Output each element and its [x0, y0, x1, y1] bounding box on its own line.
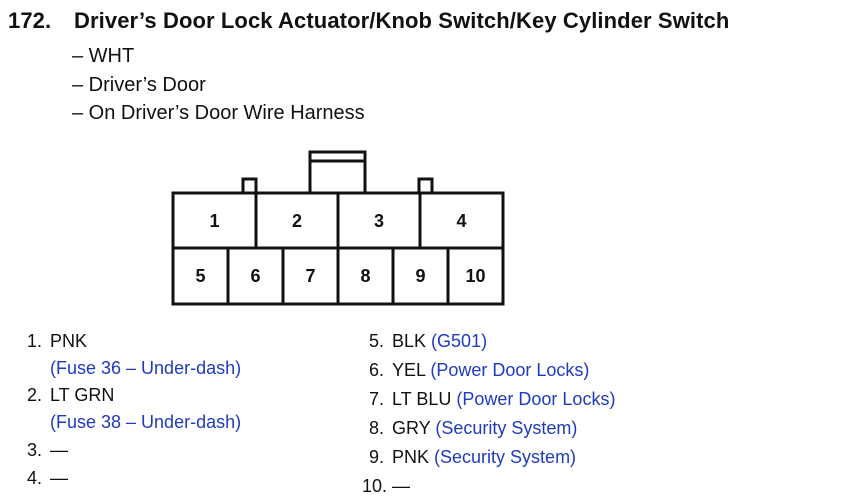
pin-number: 3.: [26, 440, 42, 460]
pin-label-10: 10: [465, 266, 486, 286]
pin-label-2: 2: [291, 211, 302, 231]
circuit-info: (G501): [431, 331, 488, 351]
pin-label-6: 6: [250, 266, 261, 286]
circuit-info: (Security System): [434, 447, 577, 467]
pin-number: 2.: [26, 385, 42, 405]
circuit-info: (Power Door Locks): [430, 360, 590, 380]
pin-label-7: 7: [305, 266, 316, 286]
connector-key-right: [417, 177, 434, 195]
wire-color: BLK: [392, 331, 427, 351]
connector-notes: – WHT – Driver’s Door – On Driver’s Door…: [72, 44, 365, 130]
wire-color: LT BLU: [392, 389, 452, 409]
note-location: – Driver’s Door: [72, 73, 206, 96]
title-number: 172.: [8, 8, 52, 33]
wire-color: —: [50, 440, 68, 460]
circuit-info: (Power Door Locks): [456, 389, 616, 409]
pin-number: 9.: [368, 447, 384, 467]
pin-entry-10: 10. —: [362, 475, 410, 497]
connector-key-left: [241, 177, 258, 195]
pin-number: 10.: [362, 476, 388, 496]
wire-color: GRY: [392, 418, 431, 438]
pin-entry-4: 4. —: [27, 467, 68, 489]
note-color: – WHT: [72, 45, 135, 67]
pin-number: 8.: [368, 418, 384, 438]
pin-entry-2-source: (Fuse 38 – Under-dash): [50, 412, 242, 432]
pin-entry-9: 9. PNK (Security System): [369, 446, 577, 468]
pin-number: 7.: [368, 389, 384, 409]
title-text: Driver’s Door Lock Actuator/Knob Switch/…: [74, 8, 730, 33]
wire-color: —: [392, 476, 410, 496]
circuit-info: (Security System): [435, 418, 578, 438]
pin-entry-2: 2. LT GRN: [27, 384, 115, 406]
wire-color: PNK: [392, 447, 430, 467]
pin-entry-1-source: (Fuse 36 – Under-dash): [50, 358, 242, 378]
connector-latch: [308, 150, 367, 195]
pin-entry-6: 6. YEL (Power Door Locks): [369, 359, 590, 381]
wire-color: PNK: [50, 331, 88, 351]
pin-entry-5: 5. BLK (G501): [369, 330, 488, 352]
pin-label-3: 3: [373, 211, 384, 231]
pin-number: 6.: [368, 360, 384, 380]
pin-number: 1.: [26, 331, 42, 351]
pin-entry-3: 3. —: [27, 439, 68, 461]
pin-entry-7: 7. LT BLU (Power Door Locks): [369, 388, 616, 410]
pin-entry-8: 8. GRY (Security System): [369, 417, 578, 439]
pin-label-4: 4: [456, 211, 467, 231]
pin-label-9: 9: [415, 266, 426, 286]
pin-label-8: 8: [360, 266, 371, 286]
wire-color: —: [50, 468, 68, 488]
pin-number: 4.: [26, 468, 42, 488]
pin-entry-1: 1. PNK: [27, 330, 88, 352]
page-title: 172. Driver’s Door Lock Actuator/Knob Swi…: [8, 8, 729, 34]
note-harness: – On Driver’s Door Wire Harness: [72, 102, 365, 124]
pin-number: 5.: [368, 331, 384, 351]
pin-label-1: 1: [209, 211, 220, 231]
pin-label-5: 5: [195, 266, 206, 286]
wire-color: LT GRN: [50, 385, 115, 405]
wire-color: YEL: [392, 360, 426, 380]
